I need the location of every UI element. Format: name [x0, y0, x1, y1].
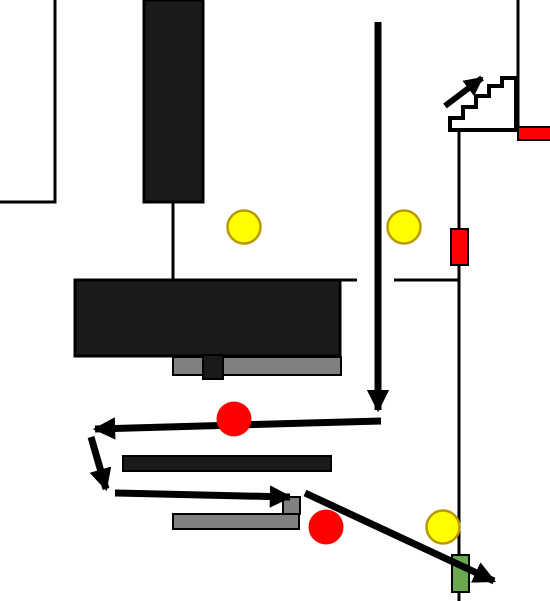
arrow-right	[114, 485, 293, 508]
marker-yellow-1	[226, 209, 262, 245]
marker-yellow-2	[386, 209, 422, 245]
wall-left-room	[0, 0, 57, 204]
stairs-up-arrow-icon	[443, 75, 484, 109]
dark-post	[202, 354, 224, 380]
door-red-right-wall	[450, 228, 469, 266]
dark-column-block	[142, 0, 205, 204]
marker-red-1	[216, 401, 252, 437]
grey-bench-upper	[172, 356, 342, 376]
dark-bench-middle	[122, 455, 332, 472]
arrow-down-short	[87, 436, 112, 492]
marker-yellow-3	[425, 509, 461, 545]
marker-red-2	[308, 509, 344, 545]
door-red-top-right	[517, 126, 550, 141]
arrow-to-exit	[303, 489, 497, 585]
dark-counter-block	[73, 278, 342, 358]
grey-bench-lower	[172, 513, 300, 530]
stairs-icon	[443, 75, 518, 132]
